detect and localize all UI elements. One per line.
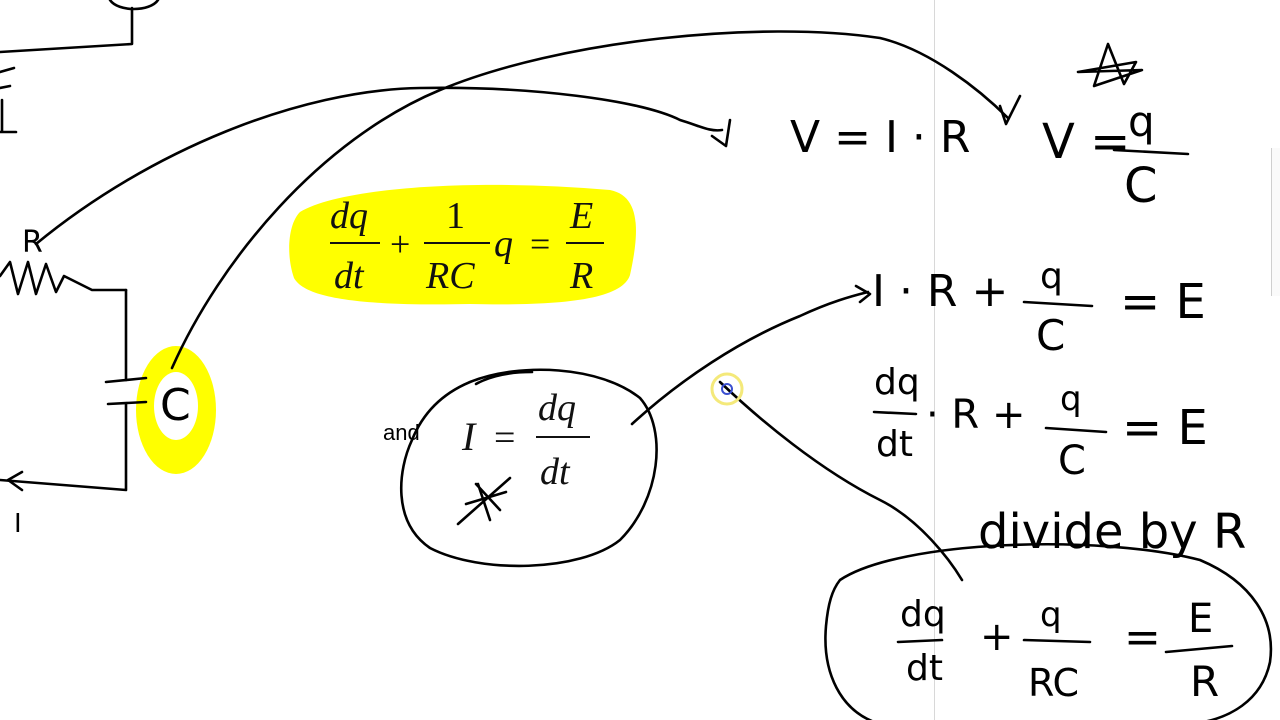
final-equation-circle: [824, 542, 1273, 720]
svg-text:= E: = E: [1122, 400, 1208, 456]
svg-text:RC: RC: [425, 255, 475, 297]
svg-text:q: q: [494, 223, 513, 265]
capacitor-highlight-inner: [154, 372, 198, 440]
svg-text:RC: RC: [1028, 661, 1079, 705]
svg-text:V =: V =: [1042, 114, 1130, 170]
svg-text:+: +: [980, 614, 1014, 660]
svg-text:dq: dq: [874, 362, 920, 403]
svg-text:=: =: [530, 224, 550, 264]
svg-text:E: E: [1188, 596, 1213, 642]
svg-text:dq: dq: [330, 195, 368, 237]
star-mark-small: [456, 476, 512, 526]
svg-text:E: E: [569, 195, 593, 237]
svg-text:dq: dq: [538, 387, 576, 429]
svg-text:· R +: · R +: [926, 392, 1025, 438]
final-equation: dq dt + q RC = E R: [896, 594, 1234, 706]
divide-note: divide by R: [978, 504, 1246, 560]
pen-pointer[interactable]: [710, 372, 744, 406]
ohm-law: V = I · R: [790, 112, 970, 163]
resistor-label: R: [22, 225, 43, 260]
svg-text:q: q: [1040, 256, 1063, 297]
svg-text:dt: dt: [540, 451, 571, 493]
svg-text:dq: dq: [900, 594, 946, 635]
svg-text:C: C: [1058, 438, 1086, 484]
connector-curves: [34, 30, 1022, 582]
differential-equation: dq dt + 1 RC q = E R: [330, 195, 604, 297]
current-definition: I = dq dt: [461, 387, 590, 493]
svg-text:I: I: [461, 414, 477, 459]
svg-text:R: R: [569, 255, 593, 297]
substituted-equation: dq dt · R + q C = E: [872, 362, 1208, 484]
svg-text:q: q: [1040, 595, 1062, 635]
current-label: I: [14, 509, 22, 539]
capacitor-law: V = q C: [1042, 97, 1190, 214]
svg-text:C: C: [1036, 311, 1065, 360]
svg-text:R: R: [1190, 657, 1219, 706]
equation-highlight: [289, 184, 636, 305]
svg-text:C: C: [1124, 158, 1158, 214]
svg-text:=: =: [494, 417, 515, 459]
svg-text:= E: = E: [1120, 274, 1206, 330]
scrollbar-tab[interactable]: [1271, 148, 1280, 296]
capacitor-label: C: [160, 380, 191, 431]
svg-text:q: q: [1128, 97, 1155, 146]
svg-text:dt: dt: [906, 648, 943, 689]
connector-word: and: [383, 420, 420, 445]
circuit-diagram: [0, 0, 160, 492]
svg-text:I · R +: I · R +: [872, 266, 1008, 317]
svg-text:1: 1: [446, 195, 465, 237]
svg-text:q: q: [1060, 379, 1082, 419]
current-definition-circle: [399, 368, 658, 568]
kirchhoff-equation: I · R + q C = E: [872, 256, 1206, 360]
svg-text:dt: dt: [334, 255, 365, 297]
svg-text:dt: dt: [876, 424, 913, 465]
page-margin-line: [934, 0, 935, 720]
star-mark: [1076, 42, 1144, 88]
svg-text:=: =: [1124, 612, 1161, 663]
svg-text:+: +: [390, 224, 410, 264]
